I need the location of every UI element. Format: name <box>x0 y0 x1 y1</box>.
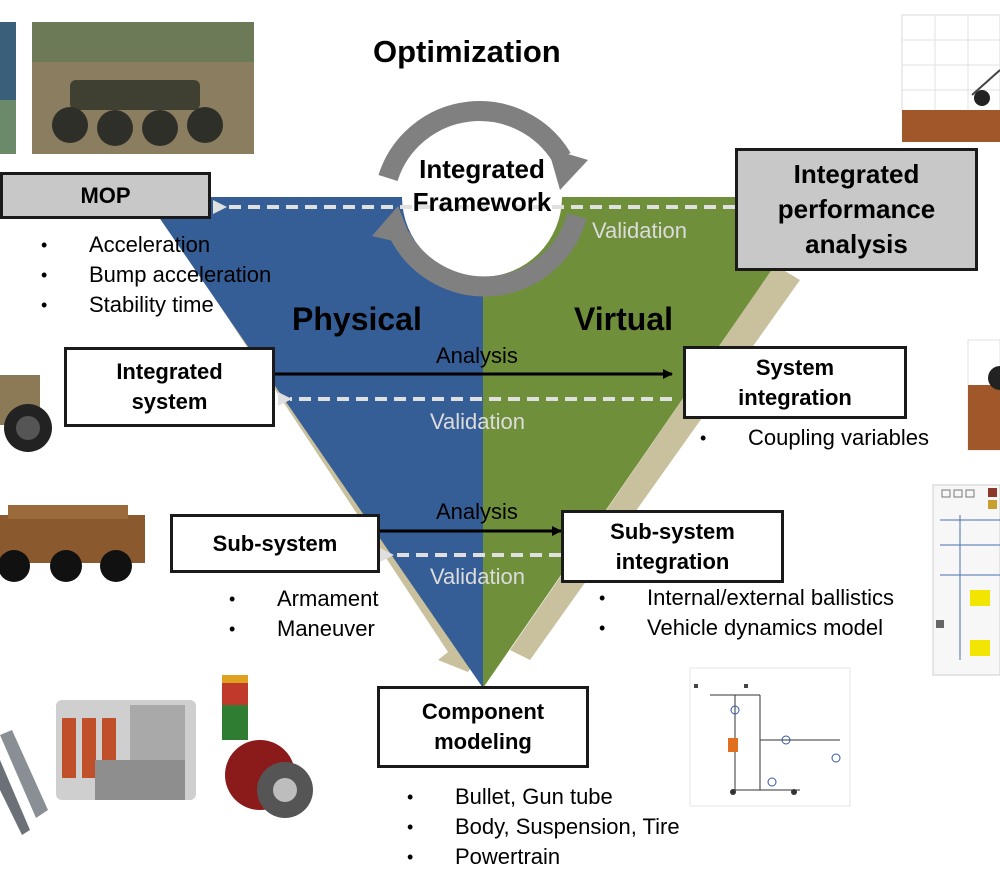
ipa-line-3: analysis <box>805 229 908 259</box>
validation-label-top: Validation <box>592 218 687 243</box>
component-bullet-list: Bullet, Gun tube Body, Suspension, Tire … <box>407 782 680 872</box>
system-integration-box: System integration <box>683 346 907 419</box>
cad-mechanism-image <box>222 675 313 818</box>
component-modeling-box: Component modeling <box>377 686 589 768</box>
mop-bullet-list: Acceleration Bump acceleration Stability… <box>41 230 271 320</box>
optimization-title: Optimization <box>373 34 561 69</box>
ssi-line-1: Sub-system <box>610 518 735 544</box>
list-item: Acceleration <box>41 230 271 260</box>
integrated-performance-analysis-box: Integrated performance analysis <box>735 148 978 271</box>
cycle-arrowhead-bottom <box>372 206 414 246</box>
gun-barrel-image <box>0 730 48 835</box>
list-item: Vehicle dynamics model <box>599 613 894 643</box>
virtual-label: Virtual <box>574 301 673 337</box>
subsystem-box: Sub-system <box>170 514 380 573</box>
schematic-right <box>932 484 1000 676</box>
photo-left-edge <box>0 22 16 154</box>
validation-label-2: Validation <box>430 564 525 589</box>
framework-line-2: Framework <box>412 187 552 217</box>
integrated-framework-label: Integrated Framework <box>382 153 582 219</box>
system-integration-bullet-list: Coupling variables <box>700 423 929 453</box>
sim-plot-right-mid <box>967 339 1000 451</box>
list-item: Bump acceleration <box>41 260 271 290</box>
si-line-2: integration <box>738 384 852 410</box>
cycle-arrowhead-top <box>548 148 588 190</box>
framework-circle <box>402 117 562 277</box>
photo-armored-vehicle-2 <box>0 505 145 582</box>
schematic-bottom <box>689 667 851 807</box>
is-line-2: system <box>131 389 208 414</box>
subsystem-integration-box: Sub-system integration <box>561 510 784 583</box>
ipa-line-1: Integrated <box>793 159 920 189</box>
photo-robot-vehicle <box>32 22 254 154</box>
subsystem-integration-bullet-list: Internal/external ballistics Vehicle dyn… <box>599 583 894 643</box>
physical-label: Physical <box>292 301 422 337</box>
cad-suspension-image <box>56 700 196 800</box>
cm-line-1: Component <box>421 699 545 724</box>
cm-line-2: modeling <box>434 729 532 754</box>
is-line-1: Integrated <box>116 359 223 384</box>
sim-plot-top-right <box>901 14 1000 142</box>
cycle-arrow-bottom <box>391 213 587 297</box>
subsystem-box-label: Sub-system <box>212 530 338 556</box>
analysis-label-2: Analysis <box>436 499 518 524</box>
list-item: Powertrain <box>407 842 680 872</box>
list-item: Internal/external ballistics <box>599 583 894 613</box>
subsystem-bullet-list: Armament Maneuver <box>229 584 378 644</box>
photo-armored-vehicle-1 <box>0 375 52 452</box>
list-item: Maneuver <box>229 614 378 644</box>
cycle-arrow-top <box>378 101 571 182</box>
ipa-line-2: performance <box>777 194 936 224</box>
framework-line-1: Integrated <box>419 154 545 184</box>
list-item: Coupling variables <box>700 423 929 453</box>
list-item: Stability time <box>41 290 271 320</box>
list-item: Body, Suspension, Tire <box>407 812 680 842</box>
ssi-line-2: integration <box>615 548 730 574</box>
mop-box-label: MOP <box>80 182 131 208</box>
list-item: Armament <box>229 584 378 614</box>
si-line-1: System <box>755 354 835 380</box>
mop-box: MOP <box>0 172 211 219</box>
validation-label-1: Validation <box>430 409 525 434</box>
analysis-label-1: Analysis <box>436 343 518 368</box>
integrated-system-box: Integrated system <box>64 347 275 427</box>
list-item: Bullet, Gun tube <box>407 782 680 812</box>
